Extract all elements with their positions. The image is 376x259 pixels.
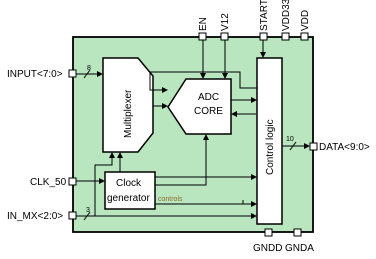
pin-gnda — [293, 228, 302, 237]
pin-start-label: START — [259, 0, 270, 31]
pin-v12-label: V12 — [220, 13, 231, 31]
control-logic-block — [256, 57, 283, 225]
clock-label-line2: generator — [107, 193, 150, 204]
pin-en — [198, 32, 207, 41]
clock-label-line1: Clock — [116, 178, 142, 189]
in-mx-bus-width: 3 — [86, 207, 90, 214]
pin-input — [68, 69, 77, 78]
pin-data — [309, 142, 318, 151]
clock-generator-block — [104, 171, 156, 210]
data-bus-width: 10 — [286, 136, 294, 143]
pin-gnda-label: GNDA — [285, 243, 314, 254]
wires — [76, 40, 310, 221]
bottom-pins: GNDD GNDA — [253, 228, 314, 254]
pin-vdd — [300, 32, 309, 41]
multiplexer-label: Multiplexer — [123, 89, 134, 138]
pin-data-label: DATA<9:0> — [319, 142, 370, 153]
pin-in-mx — [68, 211, 77, 220]
pin-in-mx-label: IN_MX<2:0> — [7, 211, 63, 222]
controls-label: controls — [158, 196, 183, 203]
adc-label-line1: ADC — [198, 92, 219, 103]
pin-en-label: EN — [198, 17, 209, 31]
pin-gndd — [264, 228, 273, 237]
pin-clk50-label: CLK_50 — [30, 177, 67, 188]
pin-gndd-label: GNDD — [253, 243, 282, 254]
right-pins: DATA<9:0> — [309, 142, 370, 153]
pin-vdd33 — [281, 32, 290, 41]
pin-clk50 — [68, 177, 77, 186]
pin-vdd33-label: VDD33 — [281, 0, 292, 31]
multiplexer-block — [102, 57, 154, 153]
pin-v12 — [220, 32, 229, 41]
pin-vdd-label: VDD — [300, 10, 311, 31]
pin-start — [259, 32, 268, 41]
left-pins: INPUT<7:0> CLK_50 IN_MX<2:0> — [7, 69, 77, 222]
adc-core-block — [167, 78, 232, 135]
input-bus-width: 8 — [87, 65, 91, 72]
control-logic-label: Control logic — [265, 119, 276, 175]
pin-input-label: INPUT<7:0> — [7, 69, 63, 80]
top-pins: EN V12 START VDD33 VDD — [198, 0, 311, 41]
adc-label-line2: CORE — [194, 106, 223, 117]
